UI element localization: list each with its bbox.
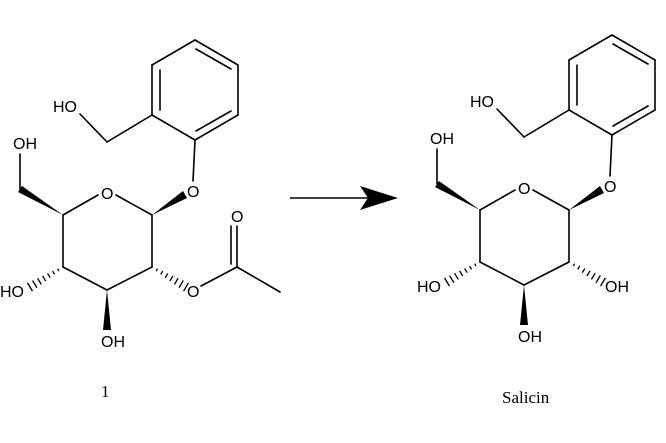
hashed-bond-line (581, 268, 586, 274)
compound-1-structure: HO OH O O HO OH O O (0, 39, 281, 351)
hashed-bond-line (164, 273, 169, 279)
atom-label: OH (430, 131, 454, 148)
atom-label: O (187, 184, 199, 201)
salicin-caption: Salicin (502, 388, 550, 407)
atom-label: OH (101, 334, 125, 351)
atom-label: OH (13, 136, 37, 153)
atom-label: HO (470, 94, 494, 111)
atom-label: O (101, 186, 113, 203)
hashed-bond-line (595, 275, 601, 284)
hashed-bond-line (155, 268, 159, 272)
atom-label: O (518, 181, 530, 198)
salicin-structure: HO OH O O HO OH OH (417, 34, 656, 346)
hashed-bond-line (577, 265, 581, 270)
hashed-bond-line (178, 280, 184, 289)
atom-label: OH (605, 279, 629, 296)
atom-label: HO (417, 279, 441, 296)
atom-label: HO (53, 99, 77, 116)
compound-1-caption: 1 (101, 382, 110, 401)
hashed-bond-line (590, 272, 596, 280)
hashed-bond-line (600, 277, 606, 287)
hashed-bond-line (183, 282, 189, 292)
reaction-arrow (290, 186, 398, 210)
atom-label: HO (0, 284, 24, 301)
atom-label: OH (518, 329, 542, 346)
atom-label: O (604, 179, 616, 196)
hashed-bond-line (586, 270, 591, 277)
hashed-bond-line (572, 263, 576, 267)
hashed-bond-line (173, 277, 179, 285)
hashed-bond-line (169, 275, 174, 282)
atom-label: O (187, 284, 199, 301)
atom-label: O (231, 209, 243, 226)
hashed-bond-line (160, 270, 164, 275)
